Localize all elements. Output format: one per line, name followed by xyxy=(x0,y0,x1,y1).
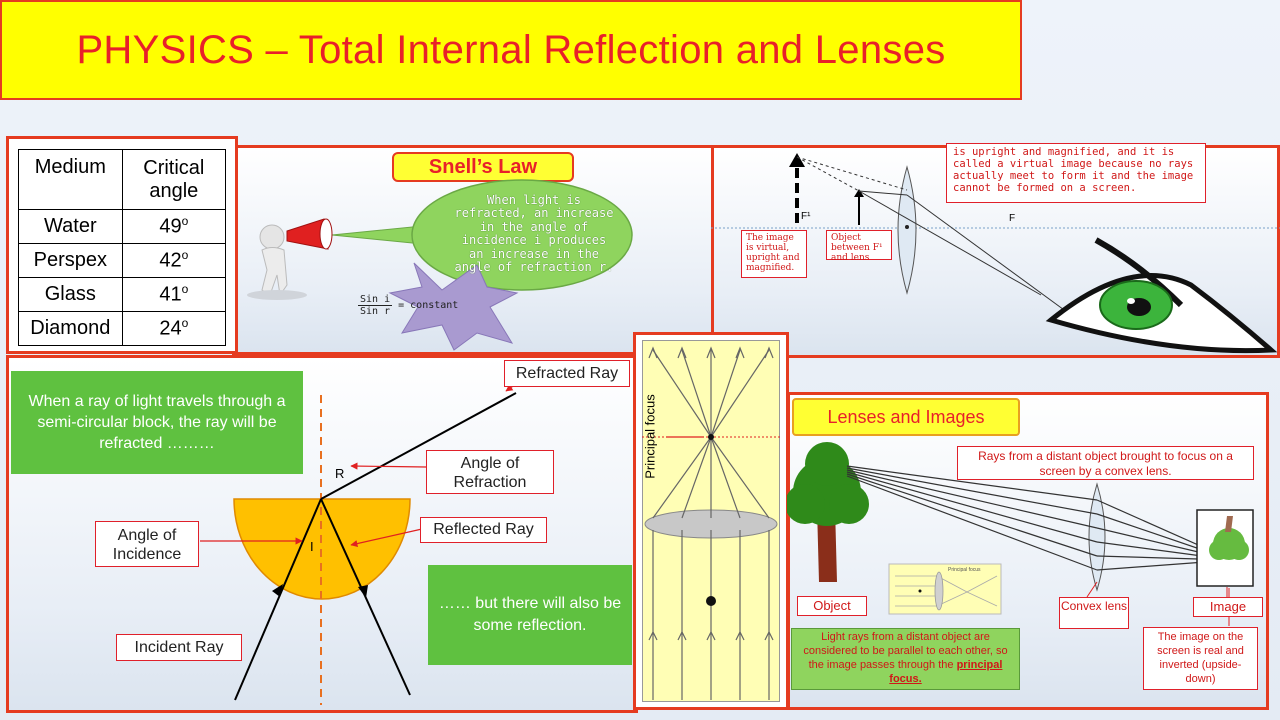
incident-ray xyxy=(234,498,322,701)
formula-numerator: Sin i xyxy=(358,294,393,306)
snells-law-heading: Snell’s Law xyxy=(392,152,574,182)
semicircular-block-diagram xyxy=(200,376,527,705)
virtual-image-diagram xyxy=(711,153,1280,354)
table-row: Perspex 42o xyxy=(18,243,227,278)
header-medium: Medium xyxy=(18,149,123,210)
title-banner: PHYSICS – Total Internal Reflection and … xyxy=(0,0,1022,100)
formula-star xyxy=(388,262,519,351)
object-label: Object xyxy=(797,596,867,616)
object-position-note: Object between F¹ and lens xyxy=(826,230,892,263)
table-header-row: Medium Critical angle xyxy=(18,149,227,210)
f1-label: F¹ xyxy=(801,211,811,222)
tree-icon xyxy=(787,442,869,582)
table-row: Diamond 24o xyxy=(18,311,227,346)
table-row: Glass 41o xyxy=(18,277,227,312)
header-critical-angle: Critical angle xyxy=(121,149,227,210)
snell-formula: Sin i Sin r = constant xyxy=(358,294,488,317)
critical-angle-table: Medium Critical angle Water 49o Perspex … xyxy=(18,149,227,346)
i-label: I xyxy=(310,539,314,554)
reflected-ray-label: Reflected Ray xyxy=(420,517,547,543)
parallel-rays-note: Light rays from a distant object are con… xyxy=(791,628,1020,690)
person-head xyxy=(259,224,285,250)
mini-principal-focus-label: Principal focus xyxy=(948,567,981,573)
virtual-image-top-note: is upright and magnified, and it is call… xyxy=(946,143,1206,203)
angle-of-refraction-label: Angle of Refraction xyxy=(426,450,554,494)
formula-constant: = constant xyxy=(398,300,459,311)
person-body xyxy=(261,247,288,297)
rays-note: Rays from a distant object brought to fo… xyxy=(957,446,1254,480)
table-row: Water 49o xyxy=(18,209,227,244)
f-label: F xyxy=(1009,213,1016,224)
page-title: PHYSICS – Total Internal Reflection and … xyxy=(76,27,946,72)
lens-image-diagram xyxy=(787,442,1254,626)
convex-lens-shape xyxy=(897,165,917,295)
convex-lens-label: Convex lens xyxy=(1059,597,1129,629)
principal-focus-label: Principal focus xyxy=(642,394,658,479)
object-arrow-head xyxy=(854,189,864,197)
speech-bubble xyxy=(411,179,633,291)
image-label: Image xyxy=(1193,597,1263,617)
angle-of-incidence-label: Angle of Incidence xyxy=(95,521,199,567)
virtual-image-note: The image is virtual, upright and magnif… xyxy=(741,230,807,278)
megaphone-icon xyxy=(286,218,329,250)
inverted-tree-image xyxy=(1209,516,1249,560)
refracted-ray-label: Refracted Ray xyxy=(504,360,630,387)
lenses-images-heading: Lenses and Images xyxy=(792,398,1020,436)
refraction-intro-box: When a ray of light travels through a se… xyxy=(11,371,303,474)
mini-focus-diagram xyxy=(888,563,1002,615)
principal-focus-link[interactable]: principal focus. xyxy=(889,659,1003,685)
image-real-note: The image on the screen is real and inve… xyxy=(1143,627,1258,690)
refracted-ray xyxy=(320,392,517,500)
formula-denominator: Sin r xyxy=(360,306,391,317)
principal-focus-diagram xyxy=(642,346,780,700)
virtual-image-arrow-head xyxy=(789,153,805,167)
snell-graphics xyxy=(247,179,633,351)
reflection-note-box: …… but there will also be some reflectio… xyxy=(428,565,632,665)
r-label: R xyxy=(335,466,345,481)
incident-ray-label: Incident Ray xyxy=(116,634,242,661)
snell-bubble-text: When light is refracted, an increase in … xyxy=(454,193,614,275)
focus-dot xyxy=(706,596,716,606)
eye-icon xyxy=(1045,237,1278,354)
